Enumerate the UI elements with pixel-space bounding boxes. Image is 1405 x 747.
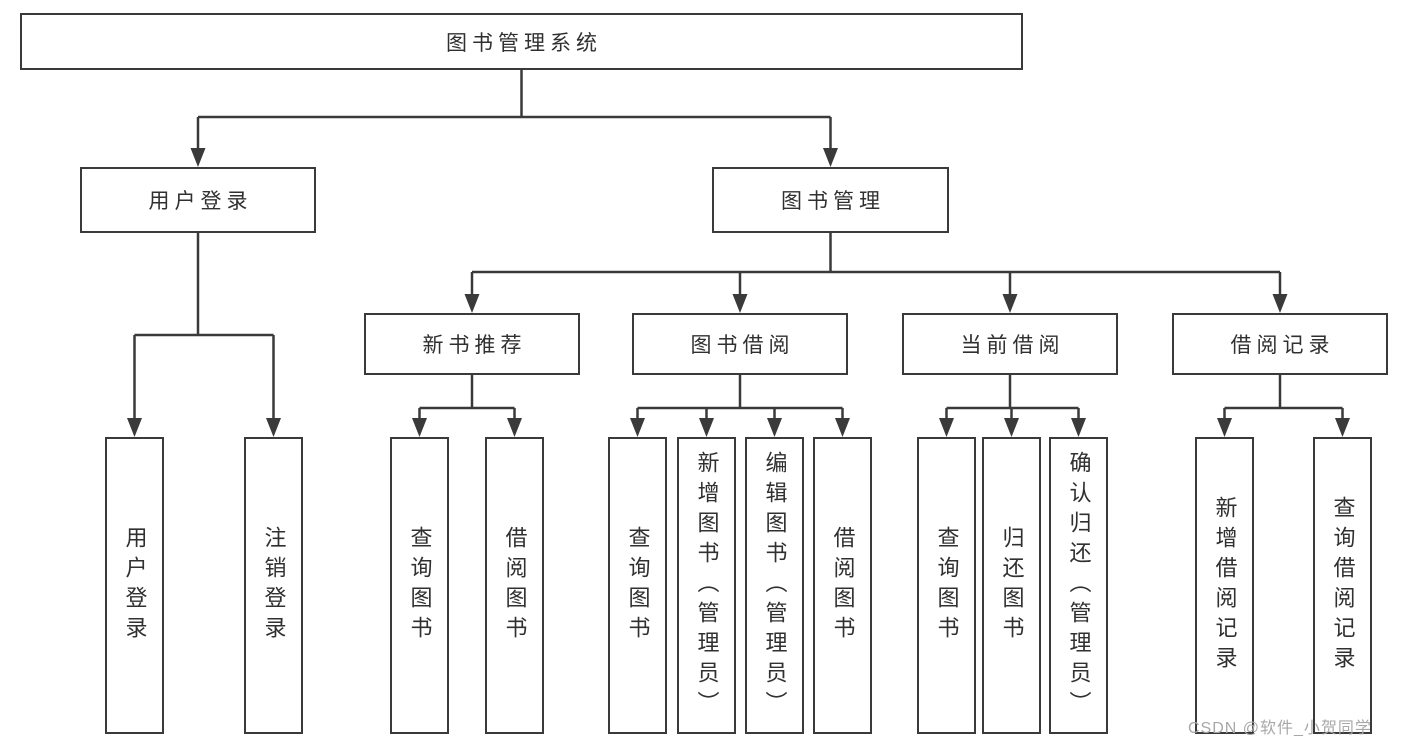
node-user-login-branch: 用户登录	[80, 167, 316, 233]
node-label: 借阅记录	[1230, 334, 1335, 357]
leaf-query-books-borrowing: 查询图书	[608, 437, 667, 734]
node-borrowing-records: 借阅记录	[1172, 313, 1388, 375]
leaf-label: 新增图书（管理员）	[694, 450, 720, 721]
leaf-return-books: 归还图书	[982, 437, 1041, 734]
leaf-label: 查询图书	[934, 525, 960, 646]
leaf-label: 用户登录	[122, 525, 148, 646]
leaf-borrow-books: 借阅图书	[813, 437, 872, 734]
leaf-label: 借阅图书	[830, 525, 856, 646]
leaf-user-login: 用户登录	[105, 437, 164, 734]
leaf-add-borrow-record: 新增借阅记录	[1195, 437, 1254, 734]
leaf-label: 借阅图书	[502, 525, 528, 646]
leaf-label: 归还图书	[999, 525, 1025, 646]
node-library-management-system: 图书管理系统	[20, 13, 1023, 70]
node-label: 当前借阅	[960, 334, 1065, 357]
leaf-confirm-return-admin: 确认归还（管理员）	[1049, 437, 1108, 734]
csdn-watermark: CSDN @软件_小贺同学	[1188, 720, 1372, 737]
leaf-label: 确认归还（管理员）	[1066, 450, 1092, 721]
leaf-label: 编辑图书（管理员）	[762, 450, 788, 721]
node-new-book-recommend: 新书推荐	[364, 313, 580, 375]
leaf-query-books-recommend: 查询图书	[390, 437, 449, 734]
leaf-label: 查询借阅记录	[1330, 495, 1356, 676]
node-book-management-branch: 图书管理	[712, 167, 949, 233]
node-book-borrowing: 图书借阅	[632, 313, 848, 375]
leaf-logout: 注销登录	[244, 437, 303, 734]
node-label: 图书借阅	[690, 334, 795, 357]
leaf-label: 查询图书	[625, 525, 651, 646]
leaf-label: 查询图书	[407, 525, 433, 646]
leaf-query-books-current: 查询图书	[917, 437, 976, 734]
node-label: 用户登录	[148, 190, 253, 213]
leaf-edit-books-admin: 编辑图书（管理员）	[745, 437, 804, 734]
node-current-borrowing: 当前借阅	[902, 313, 1118, 375]
leaf-query-borrow-record: 查询借阅记录	[1313, 437, 1372, 734]
node-label: 图书管理	[781, 190, 885, 213]
leaf-label: 新增借阅记录	[1212, 495, 1238, 676]
arrowhead-icons	[127, 148, 1350, 437]
leaf-label: 注销登录	[261, 525, 287, 646]
node-label: 新书推荐	[422, 334, 527, 357]
leaf-add-books-admin: 新增图书（管理员）	[677, 437, 736, 734]
leaf-borrow-books-recommend: 借阅图书	[485, 437, 544, 734]
node-label: 图书管理系统	[446, 31, 602, 55]
